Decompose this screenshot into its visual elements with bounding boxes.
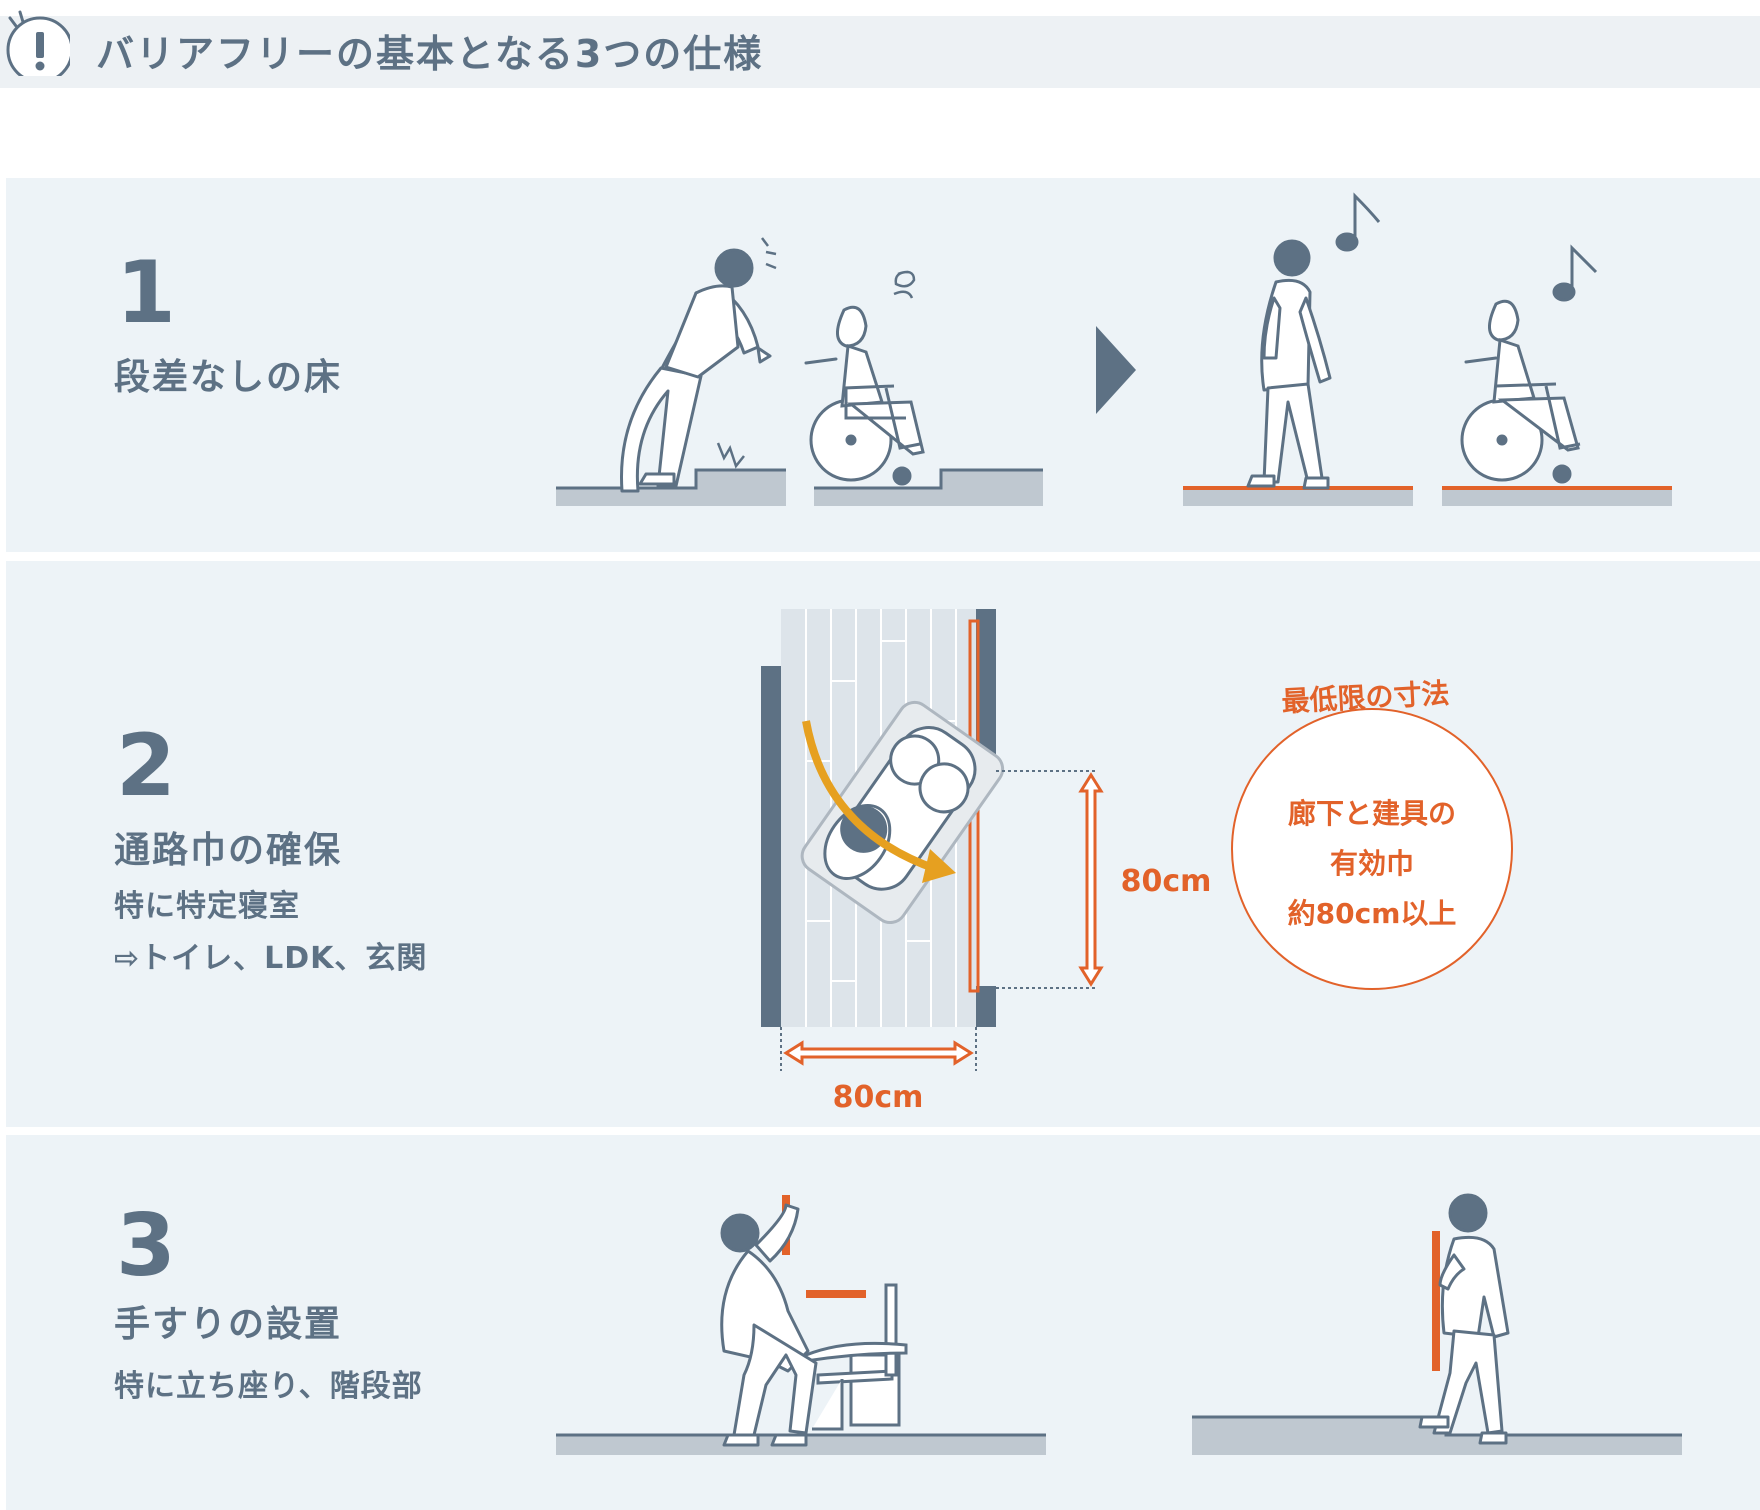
walking-person-figure xyxy=(1246,239,1332,490)
tripping-person-figure xyxy=(620,248,772,493)
page-title: バリアフリーの基本となる3つの仕様 xyxy=(96,32,764,76)
transition-arrow-icon xyxy=(1096,326,1136,414)
callout-circle xyxy=(1231,708,1513,990)
callout-line-3: 約80cm以上 xyxy=(1288,897,1457,930)
section-2-number: 2 xyxy=(116,716,176,816)
music-note-icon xyxy=(1335,192,1381,252)
handrail-illustration xyxy=(556,1193,1682,1455)
corridor-width-dimension xyxy=(780,1027,977,1071)
section-3-note-1: 特に立ち座り、階段部 xyxy=(114,1369,423,1404)
section-3-panel: 3 手すりの設置 特に立ち座り、階段部 xyxy=(6,1135,1760,1510)
section-1-number: 1 xyxy=(116,243,176,343)
horizontal-handrail xyxy=(806,1290,866,1298)
wheelchair-user-worried-figure xyxy=(804,305,925,486)
wheelchair-user-happy-figure xyxy=(1460,299,1581,484)
section-2-panel: 2 通路巾の確保 特に特定寝室 ⇨トイレ、LDK、玄関 xyxy=(6,561,1760,1127)
step-free-floor-illustration xyxy=(556,192,1672,506)
person-standing-up-figure xyxy=(720,1203,818,1447)
section-2-heading: 通路巾の確保 xyxy=(114,830,343,871)
person-holding-handrail-figure xyxy=(1418,1193,1510,1445)
floor-with-step-right xyxy=(814,468,1043,506)
toilet xyxy=(804,1283,908,1431)
section-1-heading: 段差なしの床 xyxy=(114,357,343,398)
section-2-note-2: ⇨トイレ、LDK、玄関 xyxy=(114,941,428,976)
section-1-panel: 1 段差なしの床 xyxy=(6,178,1760,552)
impact-mark-icon xyxy=(716,237,777,469)
flat-floor-right xyxy=(1442,486,1672,506)
page-header: バリアフリーの基本となる3つの仕様 xyxy=(0,10,1760,88)
corridor-width-label: 80cm xyxy=(833,1080,924,1115)
corridor-right-wall-top xyxy=(976,609,996,769)
exclamation-icon xyxy=(6,10,70,76)
callout-line-2: 有効巾 xyxy=(1330,847,1414,880)
corridor-left-wall xyxy=(761,666,781,1027)
door-width-label: 80cm xyxy=(1121,864,1212,899)
turn-arrow xyxy=(802,720,938,873)
stair-handrail xyxy=(1432,1231,1440,1371)
section-3-number: 3 xyxy=(116,1196,176,1296)
section-3-heading: 手すりの設置 xyxy=(114,1304,343,1345)
corridor-width-illustration: 80cm 80cm 最低限の寸法 廊下と建具の 有効巾 約80cm以上 xyxy=(761,609,1513,1115)
wheelchair-top-view-figure xyxy=(800,700,1005,925)
door-width-dimension xyxy=(996,770,1104,989)
callout-line-1: 廊下と建具の xyxy=(1288,797,1456,830)
music-note-icon xyxy=(1552,244,1598,302)
section-2-note-1: 特に特定寝室 xyxy=(114,889,300,924)
dizzy-mark-icon xyxy=(893,270,916,299)
flat-floor-left xyxy=(1183,486,1413,506)
corridor-right-wall-bottom xyxy=(976,986,996,1027)
